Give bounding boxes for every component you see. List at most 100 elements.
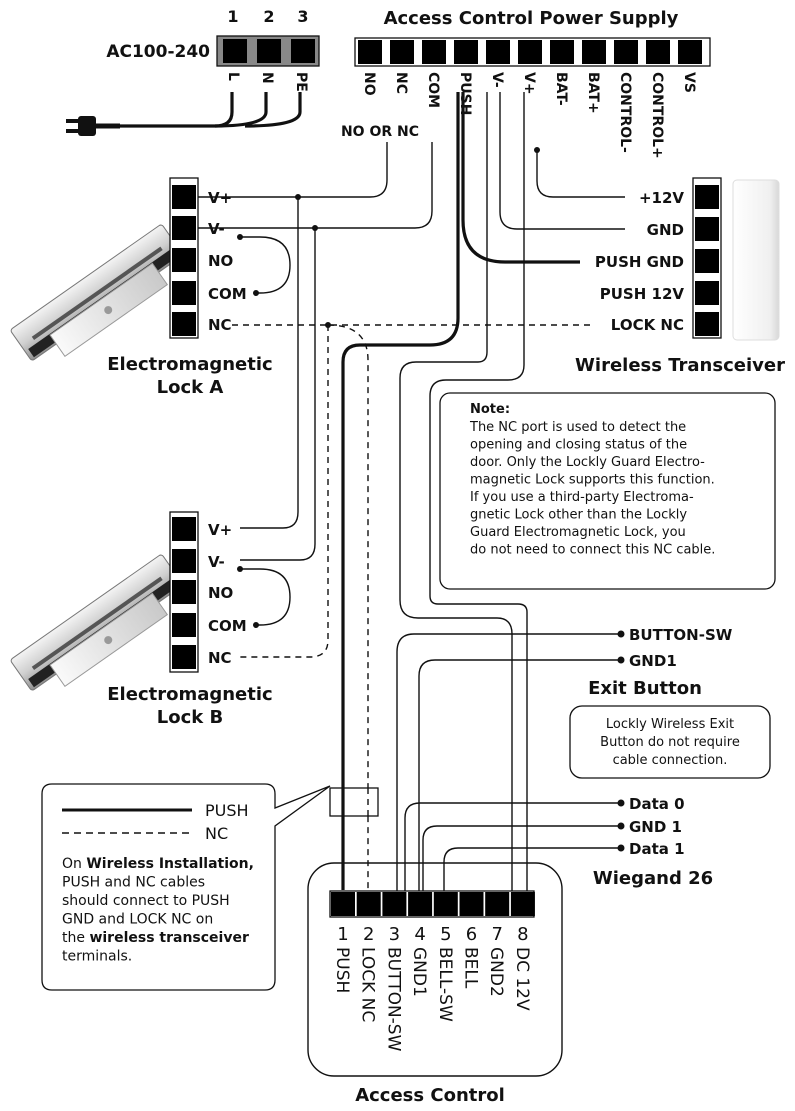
lock-a-terminal-com: COM — [208, 285, 247, 303]
legend-text-part: GND and LOCK NC on — [62, 912, 213, 928]
legend-text-line: GND and LOCK NC on — [62, 912, 213, 928]
wireless-transceiver: +12V GND PUSH GND PUSH 12V LOCK NC Wirel… — [575, 177, 785, 376]
exit-note-line: Lockly Wireless Exit — [606, 717, 734, 732]
transceiver-terminal-push-12v: PUSH 12V — [600, 285, 685, 303]
legend-text-part: Wireless Installation, — [86, 856, 254, 872]
ac-pin-number-2: 2 — [263, 7, 274, 26]
screw-terminal-icon — [172, 248, 196, 272]
screw-terminal-icon — [695, 281, 719, 305]
screw-terminal-icon — [257, 39, 281, 63]
screw-terminal-icon — [695, 185, 719, 209]
ac-pin-N: N — [259, 72, 275, 84]
power-supply-pin-label: VS — [681, 72, 697, 93]
screw-terminal-icon — [223, 39, 247, 63]
wiring — [198, 92, 625, 891]
screw-terminal-icon — [510, 892, 535, 916]
lock-a-title-line2: Lock A — [157, 377, 224, 398]
screw-terminal-icon — [172, 281, 196, 305]
screw-terminal-icon — [172, 517, 196, 541]
power-supply-pin-label: BAT- — [553, 72, 569, 106]
access-control-pin-number: 6 — [466, 924, 477, 945]
screw-terminal-icon — [518, 40, 542, 64]
screw-terminal-icon — [172, 216, 196, 240]
access-control-pin-number: 3 — [389, 924, 400, 945]
screw-terminal-icon — [550, 40, 574, 64]
screw-terminal-icon — [390, 40, 414, 64]
transceiver-image — [732, 179, 780, 341]
wiegand-terminal-gnd1: GND 1 — [629, 818, 682, 836]
screw-terminal-icon — [172, 645, 196, 669]
screw-terminal-icon — [695, 249, 719, 273]
screw-terminal-icon — [291, 39, 315, 63]
lock-a-terminal-vplus: V+ — [208, 189, 232, 207]
access-control-pin-label: LOCK NC — [358, 947, 378, 1022]
access-control-pin-label: GND1 — [409, 947, 429, 997]
exit-button-title: Exit Button — [588, 678, 702, 699]
lock-a-title-line1: Electromagnetic — [107, 354, 272, 375]
lock-b-terminal-nc: NC — [208, 649, 232, 667]
exit-button-block: BUTTON-SW GND1 Exit Button Lockly Wirele… — [569, 626, 771, 779]
transceiver-title: Wireless Transceiver — [575, 355, 785, 376]
legend-text-line: terminals. — [62, 949, 132, 965]
note-line: door. Only the Lockly Guard Electro- — [470, 455, 705, 470]
screw-terminal-icon — [172, 613, 196, 637]
legend-nc-label: NC — [205, 824, 228, 843]
power-supply-pin-label: CONTROL+ — [649, 72, 665, 159]
power-supply-title: Access Control Power Supply — [384, 8, 679, 29]
legend-text-line: the wireless transceiver — [62, 930, 249, 946]
power-supply-pin-label: PUSH — [457, 72, 473, 115]
access-control-pin-number: 1 — [337, 924, 348, 945]
note-line: gnetic Lock other than the Lockly — [470, 508, 687, 523]
access-control-pin-number: 4 — [414, 924, 425, 945]
transceiver-terminal-12v: +12V — [639, 189, 684, 207]
legend-text-part: PUSH and NC cables — [62, 875, 205, 891]
ac-pin-L: L — [225, 72, 241, 81]
legend-callout: PUSH NC On Wireless Installation,PUSH an… — [41, 783, 331, 991]
screw-terminal-icon — [678, 40, 702, 64]
access-control-pin-label: DC 12V — [512, 947, 532, 1011]
electromagnetic-lock-b: V+ V- NO COM NC Electromagnetic Lock B — [10, 511, 273, 728]
lock-a-terminal-nc: NC — [208, 316, 232, 334]
screw-terminal-icon — [408, 892, 433, 916]
lock-b-title-line2: Lock B — [157, 707, 223, 728]
screw-terminal-icon — [459, 892, 484, 916]
screw-terminal-icon — [695, 217, 719, 241]
access-control-pin-number: 8 — [517, 924, 528, 945]
exit-note-line: cable connection. — [613, 753, 728, 768]
note-line: opening and closing status of the — [470, 438, 687, 453]
lock-b-terminal-com: COM — [208, 617, 247, 635]
access-control-pin-label: GND2 — [486, 947, 506, 997]
legend-text-line: PUSH and NC cables — [62, 875, 205, 891]
transceiver-terminal-lock-nc: LOCK NC — [611, 316, 684, 334]
transceiver-terminal-gnd: GND — [647, 221, 684, 239]
magnetic-lock-image — [10, 554, 183, 691]
screw-terminal-icon — [356, 892, 381, 916]
ac-voltage-label: AC100-240 — [106, 42, 210, 62]
legend-text-part: should connect to PUSH — [62, 893, 230, 909]
access-control-pin-label: BELL-SW — [435, 947, 455, 1022]
screw-terminal-icon — [331, 892, 355, 916]
note-line: If you use a third-party Electroma- — [470, 490, 694, 505]
ac-pin-number-3: 3 — [297, 7, 308, 26]
screw-terminal-icon — [485, 892, 510, 916]
note-line: The NC port is used to detect the — [469, 420, 686, 435]
power-supply-pin-label: V+ — [521, 72, 537, 95]
screw-terminal-icon — [695, 312, 719, 336]
electromagnetic-lock-a: V+ V- NO COM NC Electromagnetic Lock A — [10, 177, 273, 398]
legend-text-part: terminals. — [62, 949, 132, 965]
lock-b-terminal-vplus: V+ — [208, 521, 232, 539]
access-control-pin-number: 5 — [440, 924, 451, 945]
power-supply-pin-label: CONTROL- — [617, 72, 633, 153]
ac-input-block: 1 2 3 AC100-240 L N PE — [66, 7, 320, 136]
screw-terminal-icon — [582, 40, 606, 64]
ac-plug-icon — [66, 116, 120, 136]
lock-b-title-line1: Electromagnetic — [107, 684, 272, 705]
exit-note-line: Button do not require — [600, 735, 740, 750]
wiegand-terminal-data1: Data 1 — [629, 840, 685, 858]
legend-text-line: On Wireless Installation, — [62, 856, 254, 872]
screw-terminal-icon — [382, 892, 407, 916]
transceiver-terminal-push-gnd: PUSH GND — [595, 253, 684, 271]
wiegand-terminal-data0: Data 0 — [629, 795, 685, 813]
exit-terminal-button-sw: BUTTON-SW — [629, 626, 733, 644]
screw-terminal-icon — [172, 580, 196, 604]
